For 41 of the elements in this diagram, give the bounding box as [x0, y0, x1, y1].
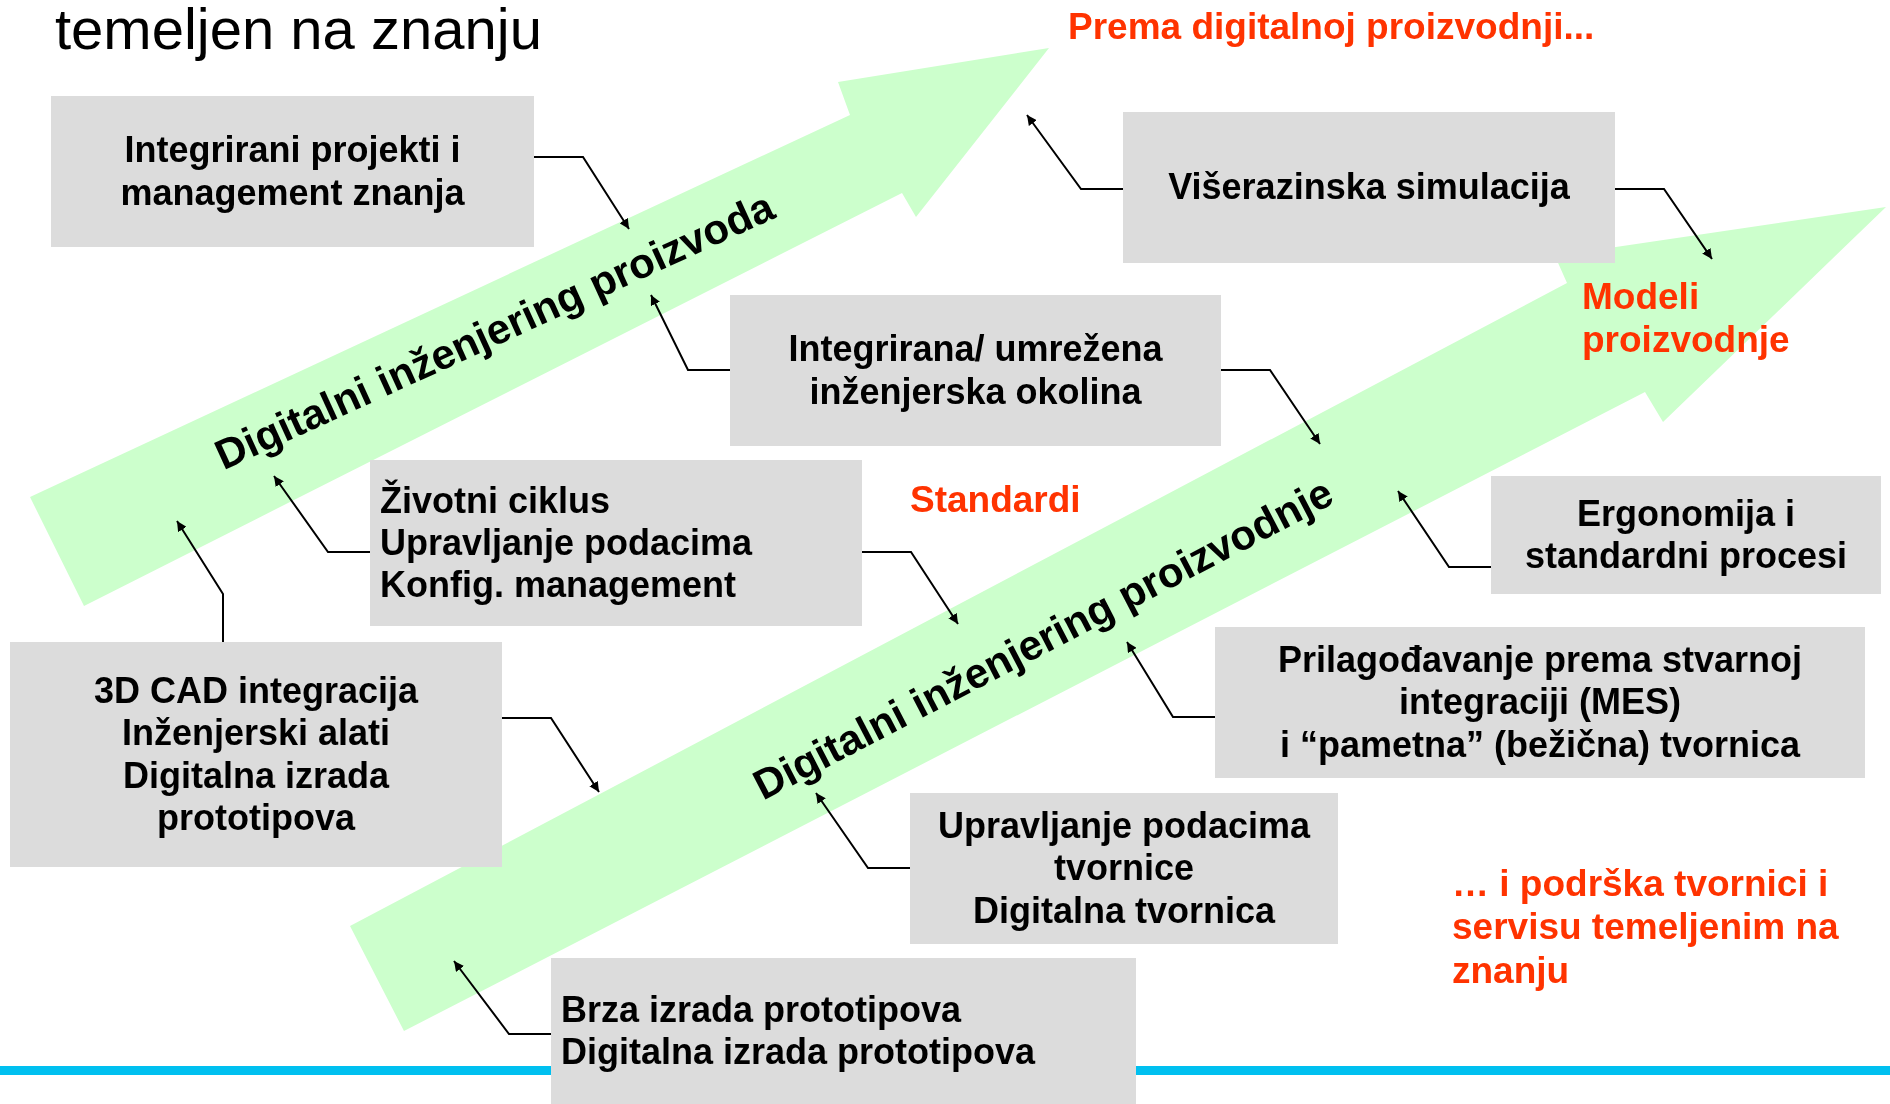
- text-box: [1123, 112, 1615, 263]
- text-box: [370, 460, 862, 626]
- box-text: Digitalna izrada prototipova: [561, 1031, 1037, 1074]
- box-text: Integrirana/ umrežena inženjerska okolina: [787, 328, 1164, 413]
- leader-arrow: [1614, 188, 1713, 260]
- box-text: Konfig. management: [380, 564, 738, 607]
- note-text: Prema digitalnoj proizvodnji...: [1068, 5, 1596, 49]
- box-text: Digitalna izrada prototipova: [121, 754, 391, 839]
- leader-arrow: [650, 294, 731, 371]
- leader-arrow: [1220, 369, 1321, 445]
- note-text: … i podrška tvornici i servisu temeljenim na znanju: [1452, 862, 1840, 992]
- box-text: Životni ciklus: [380, 479, 612, 522]
- text-box: [10, 642, 502, 867]
- box-text: Integrirani projekti i management znanja: [119, 129, 466, 214]
- box-text: Upravljanje podacima: [380, 521, 754, 565]
- leader-arrow: [453, 960, 552, 1035]
- leader-arrow: [1397, 490, 1492, 568]
- text-box: [51, 96, 534, 247]
- box-text: Ergonomija i standardni procesi: [1523, 492, 1849, 578]
- leader-arrow: [273, 475, 371, 553]
- box-text: Brza izrada prototipova: [561, 988, 963, 1031]
- leader-arrow: [861, 551, 959, 625]
- box-text: Inženjerski alati: [120, 712, 392, 755]
- box-text: 3D CAD integracija: [92, 670, 420, 713]
- leader-arrow: [815, 792, 911, 869]
- leader-arrow: [1026, 114, 1124, 190]
- box-text: Prilagođavanje prema stvarnoj integraciji (MES): [1276, 639, 1804, 724]
- box-text: Digitalna tvornica: [971, 889, 1277, 932]
- leader-arrow: [176, 520, 224, 643]
- note-text: Standardi: [910, 478, 1082, 522]
- box-text: Upravljanje podacima tvornice: [936, 805, 1312, 890]
- text-box: [910, 793, 1338, 944]
- text-box: [1491, 476, 1881, 594]
- leader-arrow: [501, 717, 600, 793]
- note-text: Modeli proizvodnje: [1582, 275, 1791, 362]
- leader-arrow: [533, 156, 630, 230]
- text-box: [1215, 627, 1865, 778]
- box-text: Višerazinska simulacija: [1167, 166, 1571, 209]
- leader-arrow: [1126, 641, 1216, 718]
- text-box: [551, 958, 1136, 1104]
- box-text: i “pametna” (bežična) tvornica: [1278, 723, 1802, 766]
